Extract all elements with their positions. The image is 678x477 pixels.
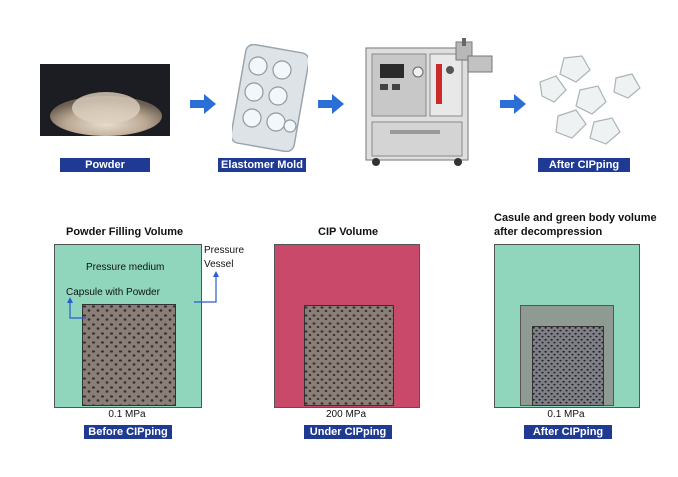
diagram-title-powder-filling: Powder Filling Volume xyxy=(66,226,184,238)
arrow-right-icon xyxy=(500,94,526,114)
stage-label-before: Before CIPping xyxy=(84,425,172,439)
step-label-powder: Powder xyxy=(60,158,150,172)
powder-capsule-under xyxy=(304,305,394,406)
arrow-right-icon xyxy=(190,94,216,114)
pressure-vessel-label-line1: Pressure xyxy=(204,245,245,256)
capsule-leader-arrow-icon xyxy=(64,296,88,324)
cip-machine-photo xyxy=(362,38,494,168)
pressure-reading-under: 200 MPa xyxy=(325,409,367,420)
diagram-title-cip-volume: CIP Volume xyxy=(318,226,379,238)
pressure-vessel-label-line2: Vessel xyxy=(204,259,234,270)
pressed-parts-photo xyxy=(536,52,648,148)
green-body-after xyxy=(532,326,604,406)
diagram-title-after-line1: Casule and green body volume xyxy=(494,212,657,224)
step-label-elastomer-mold: Elastomer Mold xyxy=(218,158,306,172)
stage-label-after: After CIPping xyxy=(524,425,612,439)
vessel-leader-arrow-icon xyxy=(194,270,224,306)
pressure-reading-after: 0.1 MPa xyxy=(547,409,585,420)
powder-photo xyxy=(40,64,170,136)
arrow-right-icon xyxy=(318,94,344,114)
elastomer-mold-photo xyxy=(232,44,308,152)
capsule-label: Capsule with Powder xyxy=(66,287,160,298)
step-label-after-cipping: After CIPping xyxy=(538,158,630,172)
diagram-title-after-line2: after decompression xyxy=(494,226,603,238)
pressure-medium-label: Pressure medium xyxy=(86,262,165,273)
powder-capsule-before xyxy=(82,304,176,406)
pressure-reading-before: 0.1 MPa xyxy=(108,409,146,420)
stage-label-under: Under CIPping xyxy=(304,425,392,439)
